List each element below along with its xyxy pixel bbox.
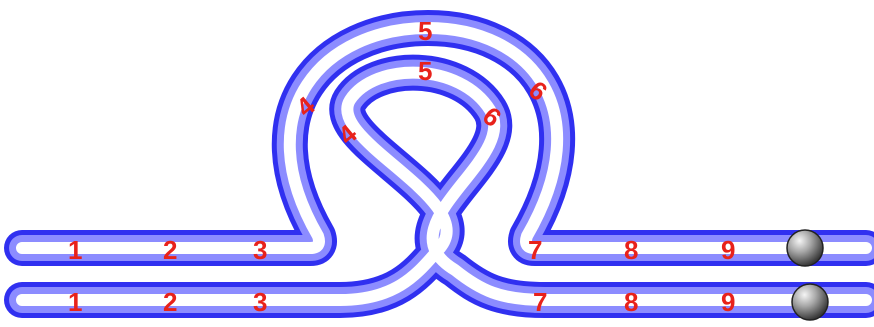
upper-label-1: 1 [68, 235, 82, 265]
lower-label-3: 3 [253, 287, 267, 317]
lower-ball [791, 283, 829, 321]
upper-label-5: 5 [418, 16, 432, 46]
upper-label-7: 7 [528, 235, 542, 265]
lower-label-5: 5 [418, 56, 432, 86]
upper-track-tube [4, 10, 874, 266]
lower-label-9: 9 [721, 287, 735, 317]
upper-label-8: 8 [624, 235, 638, 265]
lower-label-8: 8 [624, 287, 638, 317]
upper-ball [786, 229, 824, 267]
upper-label-3: 3 [253, 235, 267, 265]
upper-label-2: 2 [163, 235, 177, 265]
upper-label-9: 9 [721, 235, 735, 265]
lower-label-2: 2 [163, 287, 177, 317]
lower-label-1: 1 [68, 287, 82, 317]
lower-label-7: 7 [533, 287, 547, 317]
lower-track-tube [4, 54, 874, 318]
upper-track-labels: 1 2 3 4 5 6 7 8 9 [68, 16, 735, 265]
